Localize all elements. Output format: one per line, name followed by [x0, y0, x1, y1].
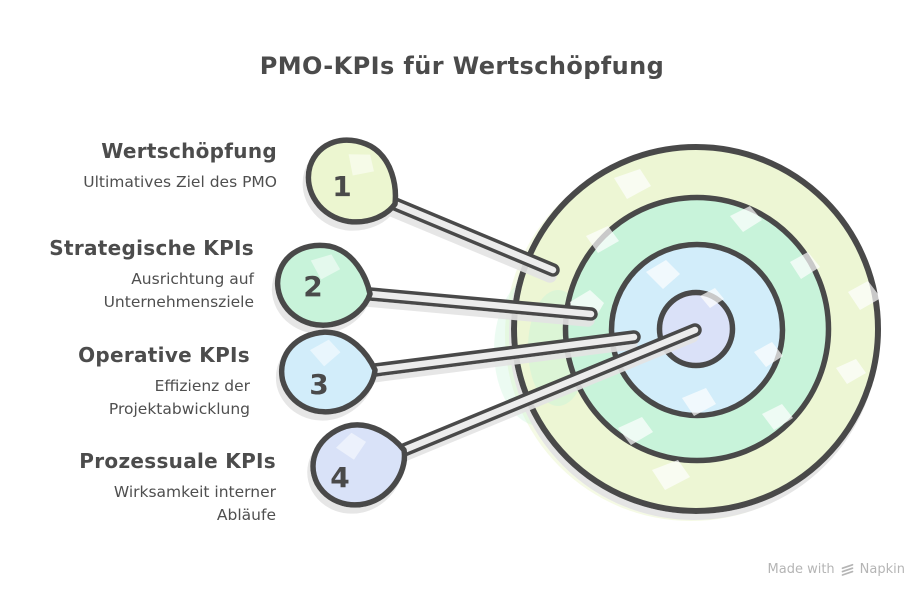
label-description: Ausrichtung auf Unternehmensziele	[103, 270, 254, 312]
pin-bulb	[274, 242, 373, 328]
watercolor-highlights	[570, 169, 881, 490]
label-prozessuale-kpis: Prozessuale KPIs Wirksamkeit interner Ab…	[0, 449, 276, 528]
pin-numbers: 1 2 3 4	[303, 170, 351, 494]
pin-needle	[371, 333, 638, 374]
label-description: Effizienz der Projektabwicklung	[108, 377, 250, 419]
pin-number-2: 2	[303, 270, 322, 303]
watercolor-highlight	[348, 154, 374, 176]
watercolor-highlight	[309, 339, 341, 367]
watercolor-highlight	[310, 254, 341, 280]
label-heading: Wertschöpfung	[101, 139, 277, 163]
pin-3	[278, 329, 641, 415]
pin-number-3: 3	[309, 368, 328, 401]
pin-number-1: 1	[332, 170, 351, 203]
label-wertschoepfung: Wertschöpfung Ultimatives Ziel des PMO	[0, 139, 277, 194]
label-operative-kpis: Operative KPIs Effizienz der Projektabwi…	[0, 343, 250, 422]
label-heading: Operative KPIs	[78, 343, 250, 367]
watermark: Made with Napkin	[768, 562, 905, 577]
watermark-brand: Napkin	[859, 562, 905, 577]
pin-needle	[400, 326, 699, 454]
label-heading: Strategische KPIs	[49, 236, 254, 260]
label-strategische-kpis: Strategische KPIs Ausrichtung auf Untern…	[0, 236, 254, 315]
napkin-logo-icon	[841, 563, 854, 576]
pin-needle	[366, 290, 595, 318]
label-description: Wirksamkeit interner Abläufe	[113, 483, 276, 525]
diagram-title: PMO-KPIs für Wertschöpfung	[259, 52, 665, 80]
label-description: Ultimatives Ziel des PMO	[83, 173, 277, 191]
pins	[274, 137, 702, 508]
pin-bulb	[310, 422, 408, 508]
pin-bulb	[278, 329, 378, 415]
pin-number-4: 4	[330, 461, 349, 494]
pin-bulb	[305, 137, 399, 225]
label-heading: Prozessuale KPIs	[79, 449, 276, 473]
pin-1	[305, 137, 560, 277]
pin-4	[310, 323, 702, 508]
pin-needle	[391, 200, 557, 274]
pin-2	[274, 242, 598, 328]
watermark-made-with: Made with	[767, 562, 835, 577]
watercolor-highlight	[336, 432, 367, 460]
